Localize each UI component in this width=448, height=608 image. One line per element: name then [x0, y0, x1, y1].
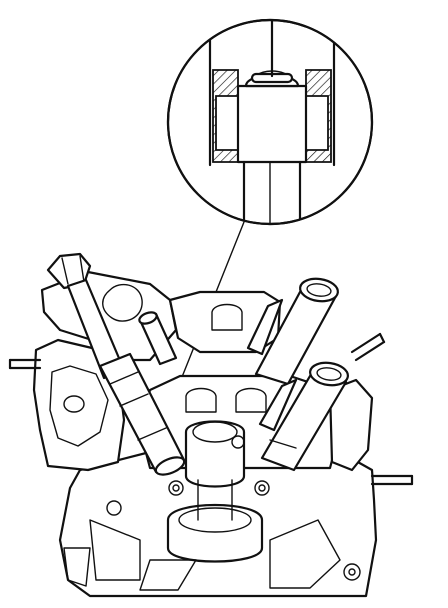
spring-pocket-rim — [178, 507, 252, 533]
bolt-hole-2 — [254, 480, 270, 496]
driver-tip — [154, 456, 186, 476]
cylinder-head — [8, 270, 414, 598]
bolt-hole-1 — [168, 480, 184, 496]
seal-right-section — [303, 69, 332, 163]
detail-contents — [208, 20, 336, 224]
valve-pocket-right — [235, 387, 267, 413]
valve-stem-left — [138, 311, 178, 366]
center-boss-top — [192, 421, 238, 443]
spring-pocket — [166, 503, 264, 563]
bolt-hole-5 — [106, 500, 122, 516]
valve-stem-right — [246, 298, 298, 432]
rib-pocket-edge — [63, 547, 91, 587]
tube-upper-mouth — [299, 277, 339, 303]
rib-pocket-right — [269, 519, 341, 589]
right-side-housing — [328, 378, 374, 472]
valve-pocket-left — [185, 387, 217, 413]
upper-left-bore — [102, 283, 143, 322]
bolt-hole-3 — [231, 435, 245, 449]
detail-circle-outline — [166, 18, 374, 226]
left-housing-bolt — [63, 395, 85, 413]
center-boss — [184, 420, 246, 488]
installer-body — [236, 84, 308, 164]
right-stud-upper — [350, 332, 382, 354]
bolt-hole-4 — [343, 563, 361, 581]
tube-lower-mouth — [309, 361, 349, 387]
rib-pocket-left — [89, 519, 141, 581]
seal-left-section — [212, 69, 241, 163]
detail-callout — [166, 18, 374, 226]
seal-installer-driver — [46, 252, 186, 476]
rib-pocket-center-left — [139, 559, 197, 591]
driver-hex-head — [46, 252, 92, 290]
installer-tube-upper — [254, 277, 339, 386]
left-housing-recess — [49, 365, 109, 447]
center-bridge-bore — [211, 303, 243, 331]
installer-tube-lower — [260, 361, 349, 472]
